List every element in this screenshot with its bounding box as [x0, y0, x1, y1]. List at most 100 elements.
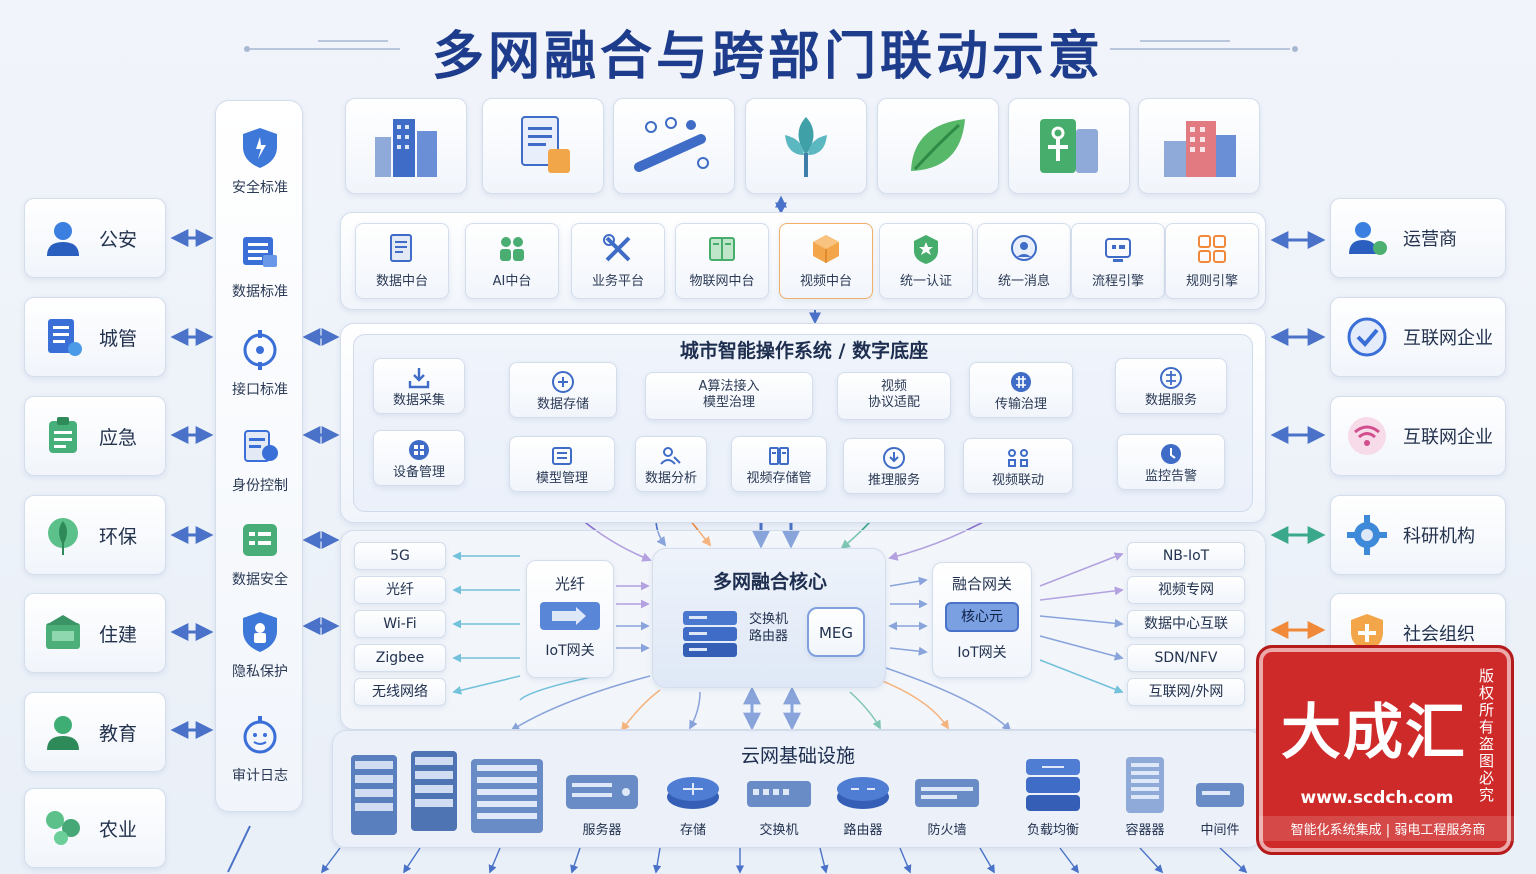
module-infer-service[interactable]: 推理服务 — [843, 438, 945, 494]
fusion-core[interactable]: 多网融合核心 交换机 路由器 MEG — [652, 548, 886, 688]
router-icon — [837, 777, 889, 809]
dept-label: 教育 — [99, 722, 138, 745]
dept-agriculture[interactable]: 农业 — [24, 788, 166, 868]
module-data-store[interactable]: 数据存储 — [509, 362, 617, 418]
net-wifi[interactable]: Wi-Fi — [354, 610, 446, 638]
person-icon — [47, 222, 79, 256]
top-tile-documents[interactable] — [482, 98, 604, 194]
infra-firewall[interactable]: 防火墙 — [905, 767, 989, 838]
net-sdn-nfv[interactable]: SDN/NFV — [1127, 644, 1245, 672]
net-internet[interactable]: 互联网/外网 — [1127, 678, 1245, 706]
org-research[interactable]: 科研机构 — [1330, 495, 1506, 575]
net-5g[interactable]: 5G — [354, 542, 446, 570]
net-dci[interactable]: 数据中心互联 — [1127, 610, 1245, 638]
module-video-protocol[interactable]: 视频 协议适配 — [837, 372, 951, 420]
module-data-service[interactable]: 数据服务 — [1115, 358, 1227, 414]
dept-urban-mgmt[interactable]: 城管 — [24, 297, 166, 377]
org-internet-2[interactable]: 互联网企业 — [1330, 396, 1506, 476]
org-internet-1[interactable]: 互联网企业 — [1330, 297, 1506, 377]
module-ai-access[interactable]: A算法接入 模型治理 — [645, 372, 813, 420]
net-video-private[interactable]: 视频专网 — [1127, 576, 1245, 604]
infra-router[interactable]: 路由器 — [825, 767, 901, 838]
platform-video[interactable]: 视频中台 — [779, 223, 873, 299]
model-icon — [552, 447, 572, 465]
top-tile-city[interactable] — [345, 98, 467, 194]
dept-emergency[interactable]: 应急 — [24, 396, 166, 476]
top-tile-office[interactable] — [1138, 98, 1260, 194]
fiber-gateway-box[interactable]: 光纤 IoT网关 — [526, 560, 614, 678]
plant-icon — [46, 811, 80, 845]
infra-storage[interactable]: 存储 — [655, 767, 731, 838]
conveyor-icon — [634, 117, 709, 172]
platform-message[interactable]: 统一消息 — [977, 223, 1071, 299]
dept-label: 住建 — [99, 623, 138, 646]
gateway-core-unit[interactable]: 核心元 — [945, 602, 1019, 632]
standard-item[interactable]: 数据标准 — [216, 229, 304, 301]
infra-container[interactable]: 容器器 — [1107, 753, 1183, 838]
dept-housing[interactable]: 住建 — [24, 593, 166, 673]
standard-item[interactable]: 数据安全 — [216, 517, 304, 589]
module-video-link[interactable]: 视频联动 — [963, 438, 1073, 494]
server-rack-icon — [351, 751, 543, 835]
standard-item[interactable]: 身份控制 — [216, 423, 304, 495]
fusion-gateway-box[interactable]: 融合网关 核心元 IoT网关 — [932, 562, 1032, 678]
dept-police[interactable]: 公安 — [24, 198, 166, 278]
module-video-store[interactable]: 视频存储管 — [731, 436, 827, 492]
dept-education[interactable]: 教育 — [24, 692, 166, 772]
video-store-icon — [769, 447, 789, 465]
ai-people-icon — [500, 237, 524, 261]
storage-disk-icon — [667, 777, 719, 809]
office-building-icon — [1164, 121, 1236, 177]
infra-switch[interactable]: 交换机 — [737, 767, 821, 838]
device-grid-icon — [409, 440, 429, 460]
dept-label: 公安 — [99, 228, 138, 251]
platform-rules[interactable]: 规则引擎 — [1165, 223, 1259, 299]
title-deco-line-right-2 — [1140, 40, 1230, 42]
platform-ai[interactable]: AI中台 — [465, 223, 559, 299]
module-model-mgmt[interactable]: 模型管理 — [509, 436, 615, 492]
document-icon — [48, 319, 82, 356]
fiber-box-title: 光纤 — [554, 575, 585, 593]
standard-item[interactable]: 安全标准 — [216, 125, 304, 197]
module-data-analysis[interactable]: 数据分析 — [635, 436, 707, 492]
interface-icon — [243, 330, 277, 370]
org-carrier[interactable]: 运营商 — [1330, 198, 1506, 278]
module-monitor-alert[interactable]: 监控告警 — [1117, 434, 1225, 490]
shield-plus-icon — [1351, 614, 1383, 652]
platform-iot[interactable]: 物联网中台 — [675, 223, 769, 299]
platform-auth[interactable]: 统一认证 — [879, 223, 973, 299]
clipboard-icon — [49, 417, 77, 453]
net-fiber[interactable]: 光纤 — [354, 576, 446, 604]
standard-item[interactable]: 接口标准 — [216, 327, 304, 399]
top-tile-medical[interactable] — [1008, 98, 1130, 194]
infra-load-balancer[interactable]: 负载均衡 — [1005, 755, 1101, 838]
module-transfer-gov[interactable]: 传输治理 — [969, 362, 1073, 418]
infra-server[interactable]: 服务器 — [559, 767, 645, 838]
org-label: 互联网企业 — [1403, 427, 1493, 448]
building-icon — [46, 615, 80, 649]
server-icon — [566, 775, 638, 809]
platform-workflow[interactable]: 流程引擎 — [1071, 223, 1165, 299]
module-data-collect[interactable]: 数据采集 — [373, 358, 465, 414]
title-deco-dot — [1292, 46, 1298, 52]
dept-environment[interactable]: 环保 — [24, 495, 166, 575]
net-wireless[interactable]: 无线网络 — [354, 678, 446, 706]
dept-label: 应急 — [99, 426, 138, 449]
top-tile-tree[interactable] — [745, 98, 867, 194]
standard-item[interactable]: 审计日志 — [216, 713, 304, 785]
top-tile-conveyor[interactable] — [613, 98, 735, 194]
platform-business[interactable]: 业务平台 — [571, 223, 665, 299]
module-device-mgmt[interactable]: 设备管理 — [373, 430, 465, 486]
standard-item[interactable]: 隐私保护 — [216, 609, 304, 681]
book-icon — [709, 237, 735, 261]
org-label: 互联网企业 — [1403, 328, 1493, 349]
org-label: 科研机构 — [1403, 526, 1475, 547]
org-label: 社会组织 — [1403, 624, 1475, 645]
net-nbiot[interactable]: NB-IoT — [1127, 542, 1245, 570]
analysis-people-icon — [660, 447, 681, 465]
top-tile-leaf[interactable] — [877, 98, 999, 194]
infra-middleware[interactable]: 中间件 — [1185, 767, 1255, 838]
net-zigbee[interactable]: Zigbee — [354, 644, 446, 672]
platform-data[interactable]: 数据中台 — [355, 223, 449, 299]
core-meg[interactable]: MEG — [807, 607, 865, 657]
